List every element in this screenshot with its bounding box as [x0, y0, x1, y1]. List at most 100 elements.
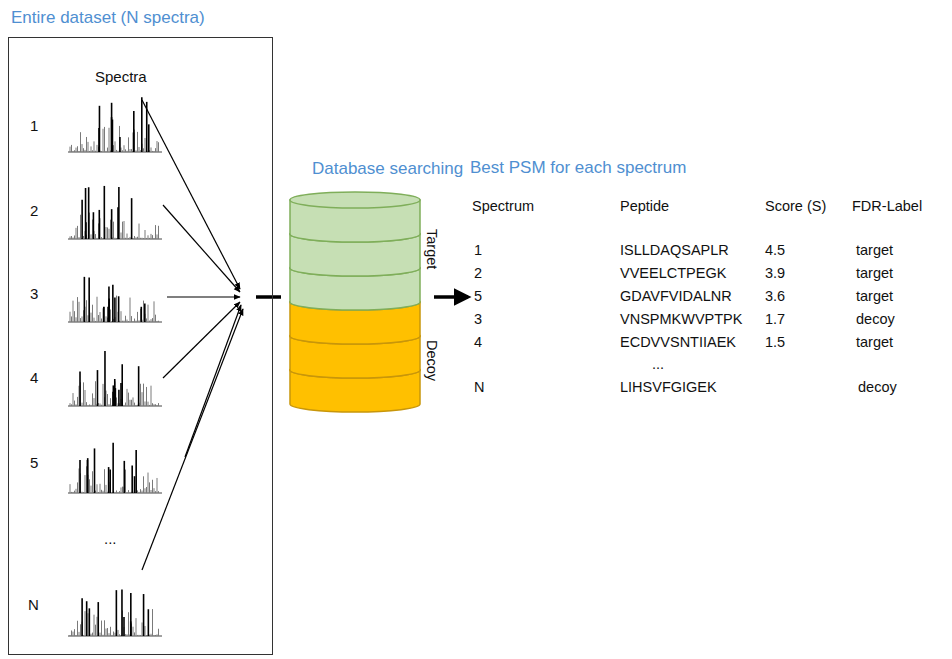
spectrum-peak: [108, 299, 110, 322]
spectrum-peak: [70, 484, 71, 493]
spectrum-peak: [125, 316, 126, 322]
spectrum-peak: [148, 473, 149, 493]
spectrum-peak: [140, 150, 141, 152]
spectrum-peak: [115, 388, 117, 406]
spectrum-peak: [94, 398, 95, 406]
spectrum-peak: [79, 632, 80, 636]
table-cell: 5: [474, 288, 482, 305]
spectrum-peak: [85, 150, 86, 152]
spectrum-peak: [77, 297, 78, 322]
spectrum-peak: [158, 321, 159, 322]
spectrum-peak: [87, 458, 89, 493]
spectrum-peak: [82, 316, 83, 322]
spectrum-peak: [85, 475, 86, 493]
spectrum-peak: [149, 482, 150, 493]
spectrum-peak: [155, 315, 156, 322]
spectrum-peak: [133, 238, 134, 239]
spectrum-peak: [70, 312, 71, 322]
spectrum-peak: [95, 321, 96, 322]
spectrum-peak: [128, 490, 129, 493]
spectrum-peak: [134, 236, 135, 239]
spectrum-peak: [97, 484, 98, 493]
spectrum-peak: [91, 634, 92, 636]
spectrum-peak: [109, 404, 110, 406]
spectrum-peak: [143, 384, 144, 406]
spectrum-peak: [100, 312, 101, 322]
spectrum-number: 4: [30, 369, 38, 387]
spectrum-plot: [68, 443, 162, 493]
spectrum-peak: [122, 150, 123, 152]
spectrum-peak: [151, 490, 152, 493]
spectrum-peak: [127, 492, 128, 493]
spectrum-peak: [92, 393, 93, 406]
table-cell: N: [474, 379, 484, 396]
spectrum-peak: [143, 301, 144, 322]
spectrum-number: 2: [30, 202, 38, 220]
spectrum-peak: [79, 151, 80, 152]
spectrum-peak: [142, 392, 143, 406]
spectrum-peak: [148, 305, 149, 322]
spectrum-plot: [68, 97, 162, 152]
spectrum-peak: [115, 141, 116, 152]
merge-bar: [256, 295, 281, 299]
spectrum-peak: [91, 405, 92, 406]
spectrum-peak: [73, 301, 74, 322]
spectrum-peak: [115, 238, 116, 239]
spectrum-peak: [95, 151, 96, 152]
spectrum-peak: [103, 307, 105, 322]
spectrum-peak: [112, 392, 114, 406]
table-cell: ISLLDAQSAPLR: [620, 242, 729, 259]
spectrum-arrow: [142, 100, 240, 289]
table-title: Best PSM for each spectrum: [470, 158, 686, 178]
spectrum-peak: [127, 320, 128, 322]
spectrum-peak: [140, 635, 141, 636]
spectrum-peak: [118, 630, 119, 636]
spectrum-peak: [103, 238, 104, 239]
spectrum-peak: [146, 635, 147, 636]
table-cell: VNSPMKWVPTPK: [620, 311, 742, 328]
spectrum-peak: [133, 627, 134, 636]
spectrum-peak: [140, 384, 141, 406]
spectrum-peak: [88, 405, 89, 406]
spectrum-peak: [88, 315, 89, 322]
spectrum-peak: [136, 618, 137, 636]
spectrum-peak: [134, 632, 135, 636]
spectrum-peak: [106, 316, 107, 322]
spectrum-peak: [122, 222, 123, 239]
spectrum-plot: [68, 277, 162, 322]
spectrum-peak: [106, 629, 107, 636]
spectrum-peak: [136, 405, 137, 406]
spectrum-peak: [112, 635, 113, 636]
spectrum-peak: [149, 405, 150, 406]
table-cell: 1: [474, 242, 482, 259]
spectrum-peak: [154, 151, 155, 152]
table-cell: target: [856, 334, 893, 351]
spectrum-peak: [134, 319, 135, 322]
spectrum-peak: [139, 320, 140, 322]
spectrum-peak: [71, 404, 72, 406]
spectrum-peak: [71, 236, 72, 239]
spectrum-peak: [131, 149, 132, 152]
spectrum-peak: [97, 145, 98, 152]
spectrum-peak: [151, 319, 152, 322]
spectrum-peak: [82, 492, 83, 493]
spectrum-peak: [76, 228, 77, 239]
table-cell: 1.5: [765, 334, 785, 351]
spectrum-peak: [139, 635, 140, 636]
spectrum-peak: [146, 387, 147, 406]
spectrum-peak: [141, 97, 143, 152]
spectrum-peak: [131, 316, 132, 322]
spectrum-peak: [131, 466, 133, 493]
spectrum-peak: [89, 404, 90, 406]
spectrum-peak: [92, 471, 93, 493]
spectrum-peak: [151, 634, 152, 636]
table-cell: VVEELCTPEGK: [620, 265, 726, 282]
spectrum-peak: [128, 612, 129, 636]
spectrum-peak: [148, 235, 149, 239]
cylinder-disks: [290, 192, 420, 302]
spectrum-peak: [95, 625, 96, 636]
spectrum-peak: [76, 317, 77, 322]
spectrum-peak: [73, 492, 74, 493]
heading: Entire dataset (N spectra): [11, 8, 205, 28]
spectrum-peak: [85, 188, 87, 239]
